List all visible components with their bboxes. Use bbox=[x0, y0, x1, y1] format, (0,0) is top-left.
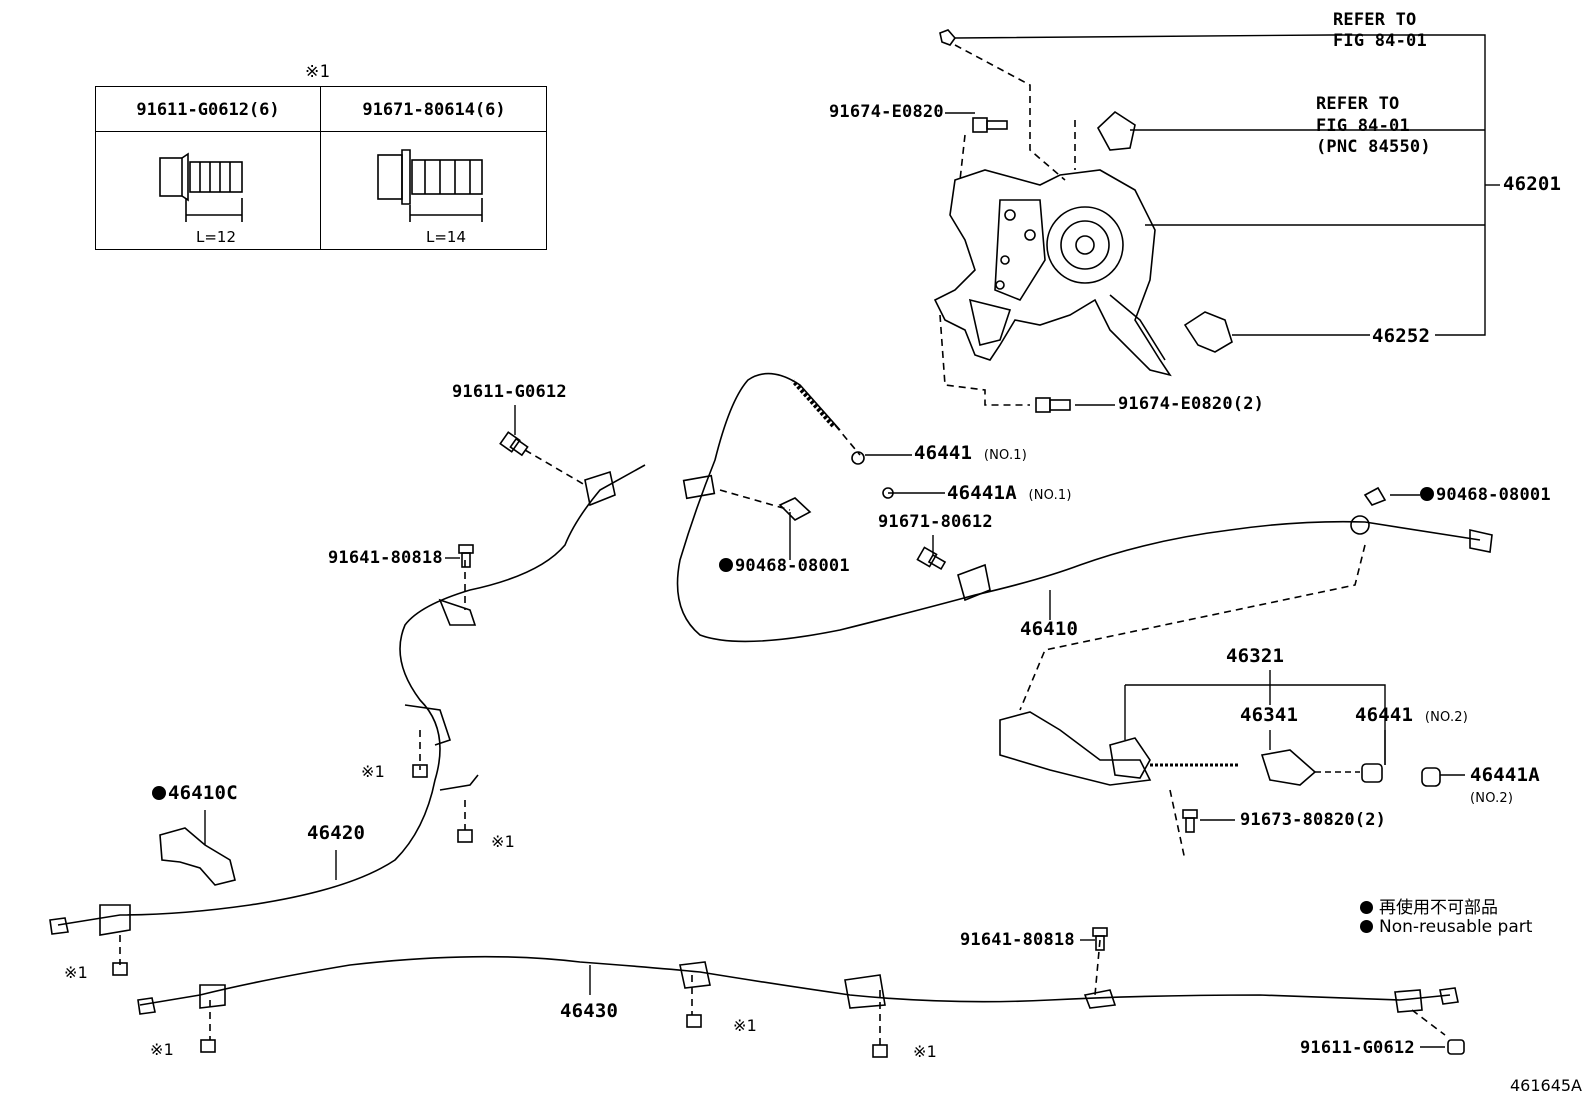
grommet-46441A-no1 bbox=[882, 487, 894, 499]
label-91611-top: 91611-G0612 bbox=[452, 382, 567, 402]
nonreusable-dot bbox=[719, 558, 733, 572]
table-col2-part: 91671-80614(6) bbox=[362, 100, 506, 120]
bolt-91611-top bbox=[499, 431, 529, 457]
refer2-line3: (PNC 84550) bbox=[1316, 137, 1431, 157]
label-91641-right: 91641-80818 bbox=[960, 930, 1075, 950]
clip-90468-left bbox=[778, 497, 812, 521]
label-46252: 46252 bbox=[1372, 325, 1431, 347]
bolt-91674-top bbox=[972, 117, 1008, 133]
table-col1-part: 91611-G0612(6) bbox=[136, 100, 280, 120]
label-46410: 46410 bbox=[1020, 618, 1079, 640]
table-divider-horizontal bbox=[96, 131, 546, 132]
bolt-top bbox=[939, 29, 957, 46]
parking-brake-pedal-assembly bbox=[933, 169, 1172, 377]
label-46430: 46430 bbox=[560, 1000, 619, 1022]
legend-jp: 再使用不可部品 bbox=[1360, 893, 1498, 918]
bolts-ref1 bbox=[112, 764, 888, 1058]
label-91673: 91673-80820(2) bbox=[1240, 810, 1387, 830]
label-46410C: 46410C bbox=[152, 784, 238, 803]
label-91671: 91671-80612 bbox=[878, 512, 993, 532]
label-46441A-no1: 46441A (NO.1) bbox=[947, 482, 1072, 504]
label-46321: 46321 bbox=[1226, 645, 1285, 667]
refer2-line1: REFER TO bbox=[1316, 94, 1400, 114]
ref1-c: ※1 bbox=[64, 963, 88, 982]
ref1-e: ※1 bbox=[733, 1016, 757, 1035]
legend-dot bbox=[1360, 920, 1373, 933]
label-90468-left: 90468-08001 bbox=[719, 558, 850, 575]
legend-dot bbox=[1360, 901, 1373, 914]
label-46441A-no2-sub: (NO.2) bbox=[1470, 791, 1514, 806]
bracket-46410C bbox=[159, 827, 236, 886]
label-46441-no1-sub: (NO.1) bbox=[983, 448, 1028, 463]
label-46420: 46420 bbox=[307, 822, 366, 844]
switch-clip bbox=[1097, 110, 1136, 151]
table-divider-vertical bbox=[320, 87, 321, 249]
equalizer-46321 bbox=[999, 711, 1441, 787]
label-46441A-no1-sub: (NO.1) bbox=[1028, 488, 1072, 503]
nonreusable-dot bbox=[1420, 487, 1434, 501]
label-91674-2: 91674-E0820(2) bbox=[1118, 394, 1265, 414]
ref1-d: ※1 bbox=[150, 1040, 174, 1059]
legend-en: Non-reusable part bbox=[1360, 917, 1532, 937]
table-bolt-drawings bbox=[159, 149, 483, 222]
grommet-46441-no1 bbox=[851, 451, 865, 465]
fastener-table: 91611-G0612(6) 91671-80614(6) L=12 L=14 bbox=[95, 86, 547, 250]
ref1-f: ※1 bbox=[913, 1042, 937, 1061]
refer1-line2: FIG 84-01 bbox=[1333, 31, 1427, 51]
table-note-mark: ※1 bbox=[305, 62, 330, 82]
refer2-line2: FIG 84-01 bbox=[1316, 116, 1410, 136]
bracket-46252 bbox=[1183, 311, 1233, 353]
bolt-91671 bbox=[916, 546, 947, 571]
table-col2-length: L=14 bbox=[426, 228, 467, 246]
nonreusable-dot bbox=[152, 786, 166, 800]
label-91641-left: 91641-80818 bbox=[328, 548, 443, 568]
ref1-b: ※1 bbox=[491, 832, 515, 851]
bolt-91611-bottom bbox=[1447, 1039, 1465, 1055]
bolt-91673 bbox=[1182, 809, 1198, 833]
cable-46430 bbox=[137, 955, 1459, 1015]
label-91611-bottom: 91611-G0612 bbox=[1300, 1038, 1415, 1058]
bolt-91641-left bbox=[458, 544, 474, 568]
cable-46420 bbox=[49, 464, 646, 936]
refer1-line1: REFER TO bbox=[1333, 10, 1417, 30]
ref1-a: ※1 bbox=[361, 762, 385, 781]
label-46441-no2-sub: (NO.2) bbox=[1424, 710, 1469, 725]
bolt-91641-right bbox=[1092, 927, 1108, 951]
dashed-guides bbox=[119, 44, 1446, 1045]
label-46441-no1: 46441 (NO.1) bbox=[914, 442, 1028, 464]
figure-code: 461645A bbox=[1509, 1076, 1582, 1095]
label-46441A-no2: 46441A bbox=[1470, 764, 1540, 786]
cable-46410 bbox=[676, 372, 1493, 643]
label-91674-top: 91674-E0820 bbox=[829, 102, 944, 122]
label-46441-no2: 46441 (NO.2) bbox=[1355, 704, 1469, 726]
bolt-91674-2 bbox=[1035, 397, 1071, 413]
label-90468-right: 90468-08001 bbox=[1420, 487, 1551, 504]
label-46341: 46341 bbox=[1240, 704, 1299, 726]
leader-lines bbox=[204, 34, 1500, 1048]
table-col1-length: L=12 bbox=[196, 228, 237, 246]
label-46201: 46201 bbox=[1503, 173, 1562, 195]
